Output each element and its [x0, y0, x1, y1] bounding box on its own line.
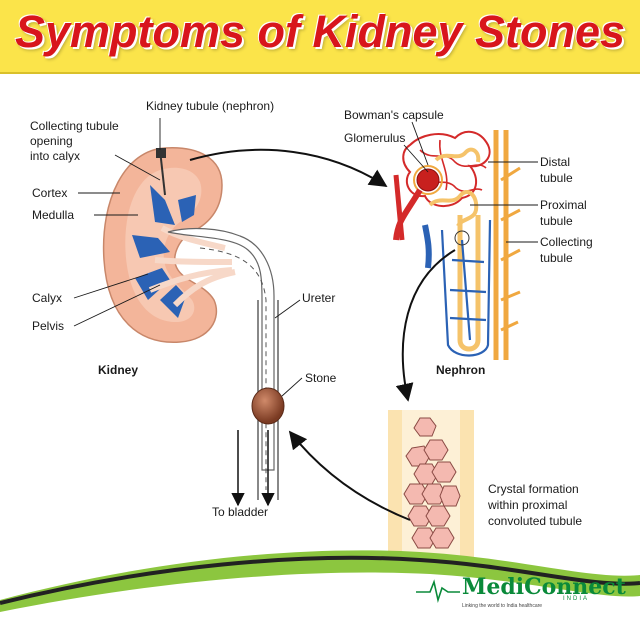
- label-kidney: Kidney: [98, 363, 138, 377]
- label-ureter: Ureter: [302, 291, 335, 305]
- renal-pyramid: [132, 235, 170, 258]
- collecting-duct: [493, 130, 509, 360]
- afferent-arteriole: [393, 188, 423, 241]
- footer-wave-white: [0, 572, 640, 630]
- label-collecting-tubule: opening: [30, 134, 73, 148]
- label-collecting-tubule-nephron: Collecting: [540, 235, 593, 249]
- brand-tagline: Linking the world to India healthcare: [462, 603, 543, 609]
- vasa-recta: [440, 219, 492, 357]
- loop-of-henle: [457, 215, 481, 352]
- renal-pyramid: [160, 285, 186, 318]
- label-crystal-formation: within proximal: [487, 498, 567, 512]
- page-title: Symptoms of Kidney Stones: [14, 6, 626, 57]
- kidney-tubule-marker: [156, 148, 166, 158]
- label-calyx: Calyx: [32, 291, 62, 305]
- collecting-duct-branches: [500, 166, 521, 332]
- label-proximal-tubule: tubule: [540, 214, 573, 228]
- renal-pyramid: [178, 195, 196, 222]
- crystal-cluster: [403, 417, 461, 549]
- calyx-branches: [148, 225, 236, 308]
- renal-pyramid: [135, 268, 170, 300]
- label-stone: Stone: [305, 371, 337, 385]
- label-cortex: Cortex: [32, 186, 67, 200]
- nephron-illustration: [393, 130, 521, 360]
- proximal-tubule-circle: [454, 230, 470, 246]
- kidney-to-nephron-arrow: [189, 148, 388, 187]
- label-distal-tubule: Distal: [540, 155, 570, 169]
- vein: [422, 224, 432, 269]
- label-medulla: Medulla: [32, 208, 74, 222]
- kidney-stone: [251, 387, 285, 425]
- crystal-to-stone-arrow: [288, 430, 411, 521]
- footer-wave-dark: [0, 555, 640, 605]
- ureter-inner: [199, 247, 267, 490]
- nephron-to-crystal-arrow: [395, 249, 456, 402]
- capillary-network: [402, 130, 491, 207]
- brand-name: MediConnect: [462, 574, 626, 600]
- label-pelvis: Pelvis: [32, 319, 64, 333]
- label-to-bladder: To bladder: [212, 505, 268, 519]
- convoluted-tubule: [428, 147, 481, 228]
- label-bowmans-capsule: Bowman's capsule: [344, 108, 444, 122]
- brand-country: INDIA: [563, 596, 590, 602]
- label-proximal-tubule: Proximal: [540, 198, 587, 212]
- renal-pyramid: [150, 185, 175, 225]
- label-collecting-tubule: Collecting tubule: [30, 119, 119, 133]
- label-distal-tubule: tubule: [540, 171, 573, 185]
- label-collecting-tubule: into calyx: [30, 149, 80, 163]
- label-crystal-formation: Crystal formation: [488, 482, 579, 496]
- arteriole-top: [393, 174, 405, 241]
- label-kidney-tubule: Kidney tubule (nephron): [146, 99, 274, 113]
- bowmans-capsule: [413, 165, 443, 195]
- kidney-illustration: [102, 147, 285, 507]
- title-banner: Symptoms of Kidney Stones: [0, 0, 640, 74]
- glomerulus: [416, 168, 440, 192]
- label-glomerulus: Glomerulus: [344, 131, 405, 145]
- label-crystal-formation: convoluted tubule: [488, 514, 582, 528]
- label-collecting-tubule-nephron: tubule: [540, 251, 573, 265]
- label-nephron: Nephron: [436, 363, 485, 377]
- heartbeat-icon: [416, 579, 460, 603]
